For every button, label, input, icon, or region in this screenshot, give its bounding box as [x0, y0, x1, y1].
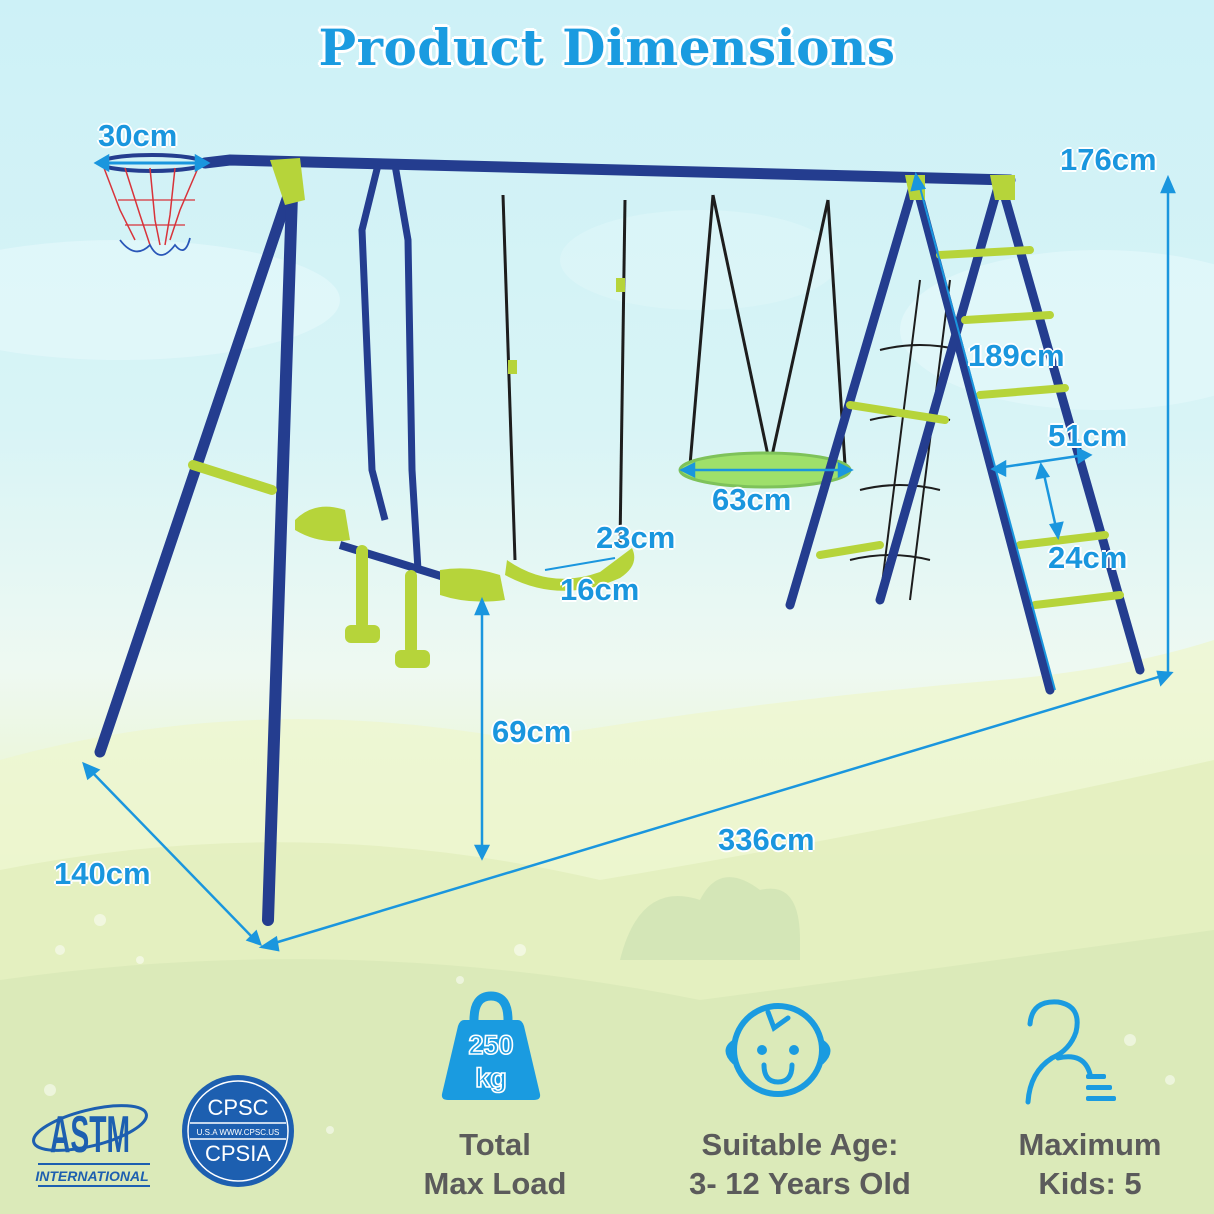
seat-height-label: 69cm — [492, 714, 572, 749]
max-kids-line1: Maximum — [1018, 1127, 1162, 1162]
seat-width-label: 16cm — [560, 572, 640, 607]
max-load-line2: Max Load — [423, 1166, 567, 1201]
suitable-age-line1: Suitable Age: — [701, 1127, 899, 1162]
total-depth-label: 140cm — [54, 856, 151, 891]
baby-face-icon — [716, 990, 841, 1105]
rung-spacing-label: 24cm — [1048, 540, 1128, 575]
svg-text:U.S.A WWW.CPSC.US: U.S.A WWW.CPSC.US — [197, 1128, 280, 1137]
svg-text:INTERNATIONAL: INTERNATIONAL — [35, 1168, 148, 1184]
ladder-width-label: 51cm — [1048, 418, 1128, 453]
cpsc-cpsia-logo: CPSC U.S.A WWW.CPSC.US CPSIA — [180, 1073, 296, 1189]
hoop-diameter-label: 30cm — [98, 118, 178, 153]
basketball-hoop — [98, 153, 206, 256]
svg-text:250: 250 — [468, 1030, 513, 1060]
suitable-age-line2: 3- 12 Years Old — [689, 1166, 911, 1201]
nest-swing-diameter-label: 63cm — [712, 482, 792, 517]
page-title: Product Dimensions — [318, 18, 896, 77]
svg-text:kg: kg — [475, 1063, 507, 1093]
ladder-length-label: 189cm — [968, 338, 1065, 373]
max-kids-line2: Kids: 5 — [1038, 1166, 1142, 1201]
total-length-label: 336cm — [718, 822, 815, 857]
max-kids-label: Maximum Kids: 5 — [985, 1125, 1195, 1203]
astm-logo-icon: ASTM INTERNATIONAL — [32, 1104, 150, 1187]
dimension-arrows — [82, 153, 1176, 952]
cpsc-badge-icon: CPSC U.S.A WWW.CPSC.US CPSIA — [182, 1075, 294, 1187]
astm-international-logo: ASTM INTERNATIONAL — [28, 1082, 153, 1190]
weight-icon: 250 kg — [436, 990, 546, 1105]
suitable-age-label: Suitable Age: 3- 12 Years Old — [640, 1125, 960, 1203]
max-load-label: Total Max Load — [380, 1125, 610, 1203]
max-load-line1: Total — [459, 1127, 531, 1162]
svg-text:CPSC: CPSC — [207, 1095, 268, 1120]
svg-text:CPSIA: CPSIA — [205, 1141, 271, 1166]
kids-count-icon — [1010, 992, 1120, 1107]
total-height-label: 176cm — [1060, 142, 1157, 177]
svg-text:ASTM: ASTM — [50, 1106, 130, 1164]
seat-length-label: 23cm — [596, 520, 676, 555]
